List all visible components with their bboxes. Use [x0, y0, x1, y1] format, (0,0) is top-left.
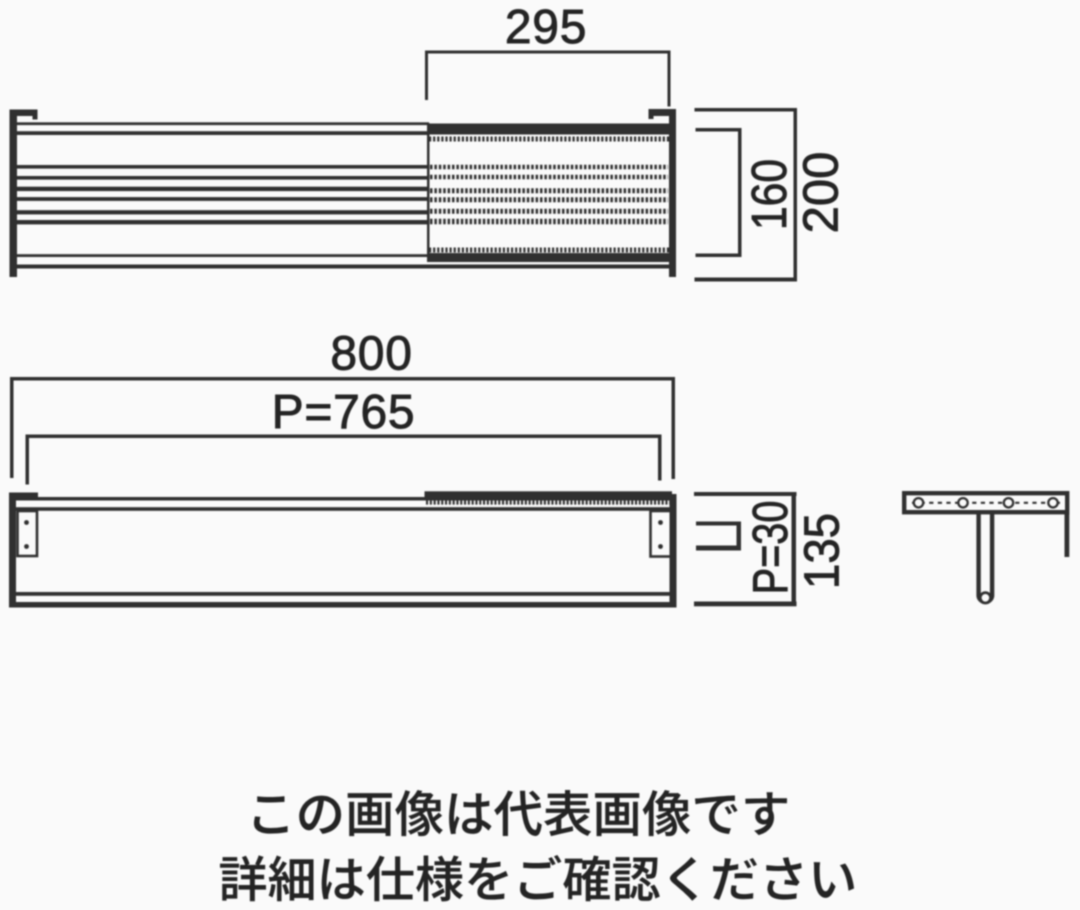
svg-text:P=30: P=30: [744, 501, 798, 595]
svg-text:295: 295: [505, 1, 587, 54]
svg-text:200: 200: [795, 152, 849, 234]
svg-text:P=765: P=765: [272, 386, 416, 439]
svg-text:160: 160: [741, 159, 796, 230]
svg-text:135: 135: [795, 513, 850, 589]
svg-text:800: 800: [330, 328, 412, 381]
